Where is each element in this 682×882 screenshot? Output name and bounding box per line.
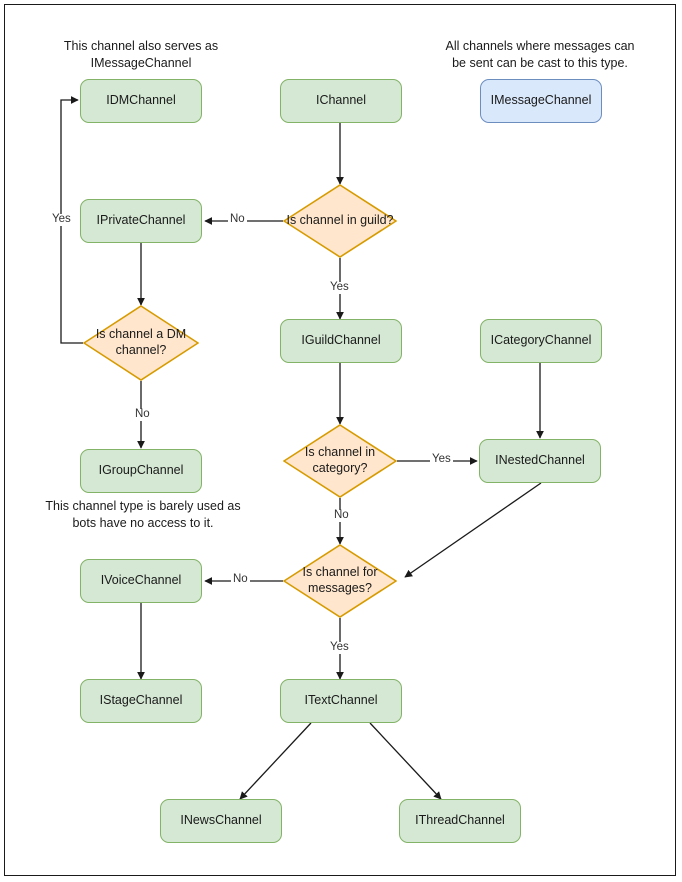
node-ichannel[interactable]: IChannel	[280, 79, 402, 123]
diamond-shape	[283, 424, 397, 498]
node-igroupchannel[interactable]: IGroupChannel	[80, 449, 202, 493]
node-inestedchannel[interactable]: INestedChannel	[479, 439, 601, 483]
node-iprivatechannel[interactable]: IPrivateChannel	[80, 199, 202, 243]
node-istagechannel-label: IStageChannel	[99, 693, 183, 708]
node-igroupchannel-label: IGroupChannel	[98, 463, 184, 478]
node-itextchannel[interactable]: ITextChannel	[280, 679, 402, 723]
diamond-shape	[283, 544, 397, 618]
node-decision-in-category[interactable]: Is channel in category?	[283, 424, 397, 498]
node-icategorychannel-label: ICategoryChannel	[490, 333, 592, 348]
node-iguildchannel-label: IGuildChannel	[301, 333, 381, 348]
edge-label-guild-yes: Yes	[328, 281, 351, 294]
node-ichannel-label: IChannel	[315, 93, 367, 108]
node-ivoicechannel[interactable]: IVoiceChannel	[80, 559, 202, 603]
node-iguildchannel[interactable]: IGuildChannel	[280, 319, 402, 363]
node-ithreadchannel-label: IThreadChannel	[415, 813, 505, 828]
edge-label-messages-no: No	[231, 573, 250, 586]
edge-label-guild-no: No	[228, 213, 247, 226]
note-dm-channel: This channel also serves as IMessageChan…	[63, 39, 219, 70]
node-ivoicechannel-label: IVoiceChannel	[100, 573, 182, 588]
node-inewschannel-label: INewsChannel	[180, 813, 262, 828]
node-imessagechannel[interactable]: IMessageChannel	[480, 79, 602, 123]
node-decision-dm-channel[interactable]: Is channel a DM channel?	[83, 305, 199, 381]
edge-label-category-no: No	[332, 509, 351, 522]
node-istagechannel[interactable]: IStageChannel	[80, 679, 202, 723]
node-inestedchannel-label: INestedChannel	[495, 453, 585, 468]
node-idmchannel-label: IDMChannel	[106, 93, 176, 108]
node-inewschannel[interactable]: INewsChannel	[160, 799, 282, 843]
node-itextchannel-label: ITextChannel	[304, 693, 378, 708]
node-decision-in-guild[interactable]: Is channel in guild?	[283, 184, 397, 258]
node-idmchannel[interactable]: IDMChannel	[80, 79, 202, 123]
diamond-shape	[283, 184, 397, 258]
node-ithreadchannel[interactable]: IThreadChannel	[399, 799, 521, 843]
node-decision-for-messages[interactable]: Is channel for messages?	[283, 544, 397, 618]
node-imessagechannel-label: IMessageChannel	[490, 93, 592, 108]
edge-label-messages-yes: Yes	[328, 641, 351, 654]
node-iprivatechannel-label: IPrivateChannel	[96, 213, 186, 228]
edge-inested-to-messages	[404, 482, 542, 578]
note-message-channel: All channels where messages can be sent …	[445, 39, 635, 70]
node-icategorychannel[interactable]: ICategoryChannel	[480, 319, 602, 363]
edge-label-dm-no: No	[133, 408, 152, 421]
edge-itextchannel-to-ithreadchannel	[369, 722, 442, 800]
edge-itextchannel-to-inewschannel	[239, 722, 312, 800]
diamond-shape	[83, 305, 199, 381]
edge-label-dm-yes: Yes	[50, 213, 73, 226]
note-group-channel: This channel type is barely used as bots…	[45, 499, 241, 530]
edge-label-category-yes: Yes	[430, 453, 453, 466]
